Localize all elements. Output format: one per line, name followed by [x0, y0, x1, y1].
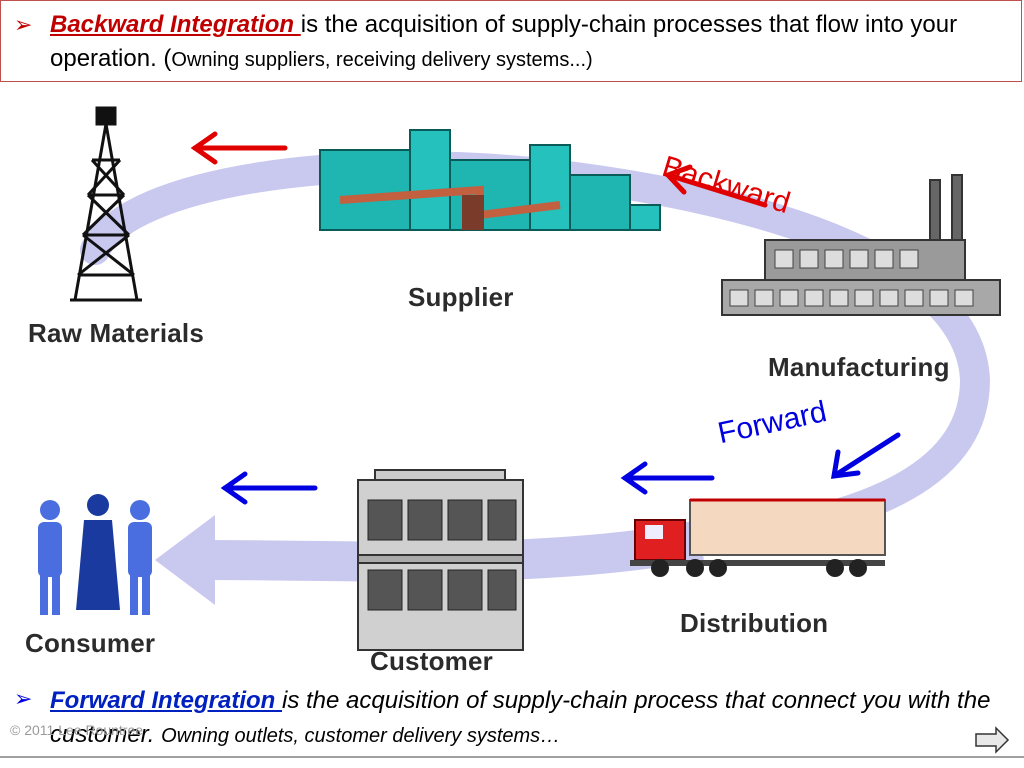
bullet-arrow-icon: ➢ [14, 686, 33, 711]
truck-icon [630, 498, 886, 577]
backward-definition-box [0, 0, 1022, 82]
forward-arrow-distribution [620, 461, 715, 495]
oil-derrick-icon [70, 106, 142, 302]
backward-definition-examples: Owning suppliers, receiving delivery sys… [171, 49, 593, 71]
backward-definition-body: is the acquisition of supply-chain proce… [50, 11, 958, 72]
forward-definition-text: Forward Integration is the acquisition o… [50, 684, 1015, 753]
factory-icon [721, 174, 1001, 316]
backward-arrow-supplier [663, 164, 768, 208]
forward-definition-body: is the acquisition of supply-chain proce… [50, 687, 991, 748]
supplier-plant-icon [319, 129, 661, 231]
footer-rule [0, 756, 1024, 758]
backward-arrow-raw [190, 131, 288, 165]
forward-arrow-customer [220, 471, 318, 505]
forward-definition-examples: Owning outlets, customer delivery system… [161, 725, 561, 747]
raw-materials-label: Raw Materials [28, 318, 205, 348]
backward-definition-text: Backward Integration is the acquisition … [50, 8, 1015, 77]
forward-integration-term: Forward Integration [50, 687, 283, 714]
cycle-band [80, 151, 991, 555]
next-slide-icon [975, 726, 1010, 754]
manufacturing-label: Manufacturing [768, 352, 950, 382]
consumer-label: Consumer [25, 628, 156, 658]
distribution-label: Distribution [680, 608, 829, 638]
bullet-arrow-icon: ➢ [14, 12, 33, 37]
supplier-label: Supplier [408, 282, 514, 312]
store-building-icon [357, 469, 524, 651]
people-icon [38, 494, 152, 615]
copyright-notice: © 2011 Lee Rountree [10, 722, 144, 738]
backward-integration-term: Backward Integration [50, 11, 301, 38]
cycle-arrowhead [155, 515, 215, 605]
next-slide-button[interactable] [972, 726, 1012, 756]
forward-arrow-manufacturing [830, 432, 901, 479]
customer-label: Customer [370, 646, 493, 676]
